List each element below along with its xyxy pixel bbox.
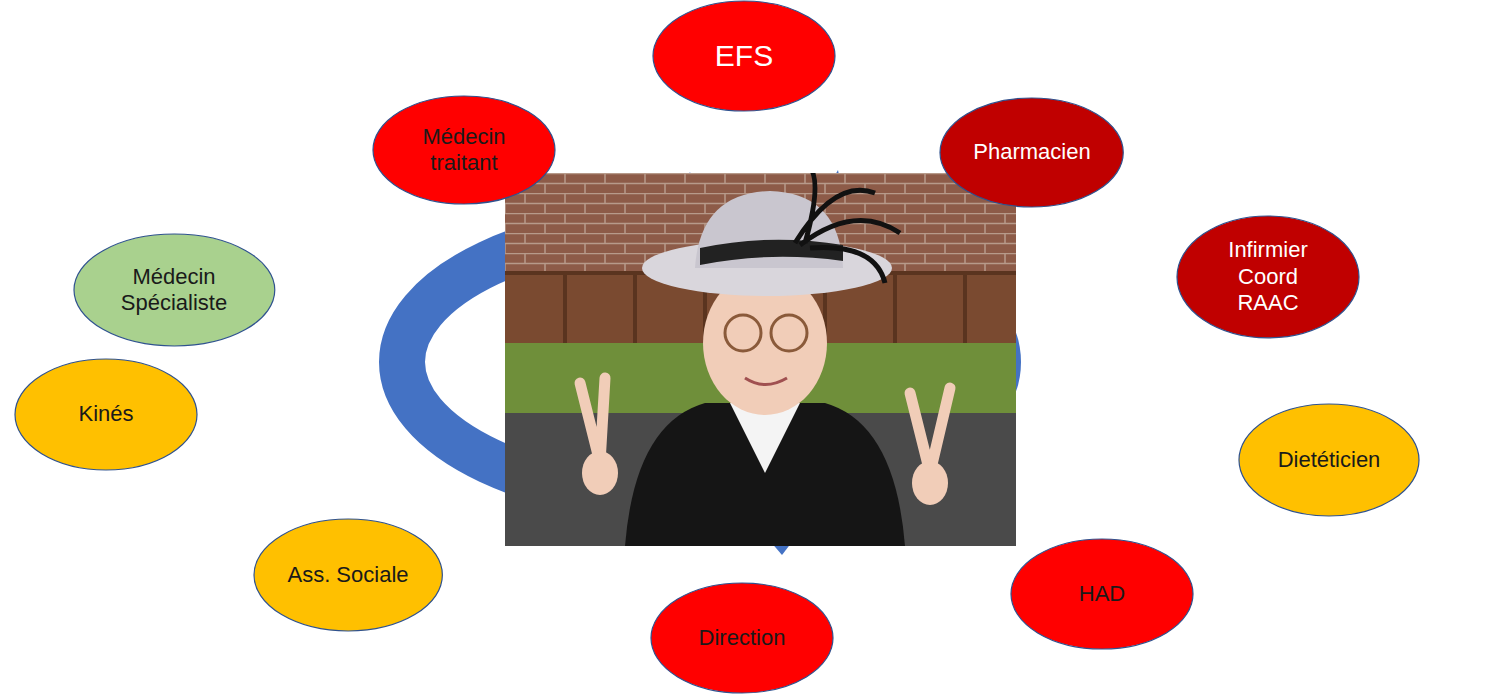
role-label: HAD [1079, 581, 1125, 607]
photo [505, 173, 1016, 546]
smile [745, 378, 787, 385]
ellipse-shape [15, 359, 197, 470]
jacket [625, 403, 905, 546]
role-ellipse: HAD [1010, 538, 1194, 650]
brick-wall [505, 173, 1016, 546]
ellipse-shape [1239, 404, 1419, 516]
role-label: EFS [715, 38, 773, 74]
hat-band [700, 240, 843, 265]
role-ellipse: Pharmacien [939, 97, 1124, 208]
ellipse-shape [74, 234, 275, 346]
ellipse-shape [1177, 216, 1359, 338]
glasses [725, 315, 761, 351]
role-label: Kinés [78, 401, 133, 427]
feather [795, 173, 900, 283]
ellipse-shape [254, 519, 442, 631]
role-label: Pharmacien [973, 139, 1090, 165]
ellipse-shape [940, 98, 1123, 207]
role-label: Infirmier Coord RAAC [1218, 237, 1318, 316]
v-sign-hand [912, 461, 948, 505]
v-sign-hand [580, 378, 605, 463]
role-ellipse: Kinés [14, 358, 198, 471]
role-label: Direction [699, 625, 786, 651]
role-label: Médecin traitant [409, 124, 519, 177]
ellipse-shape [1011, 539, 1193, 649]
role-ellipse: Direction [650, 582, 834, 694]
role-ellipse: Dietéticien [1238, 403, 1420, 517]
role-ellipse: Médecin Spécialiste [73, 233, 276, 347]
v-sign-hand [910, 388, 950, 473]
role-ellipse: EFS [652, 0, 836, 112]
ellipse-shape [653, 1, 835, 111]
v-sign-hand [582, 451, 618, 495]
ellipse-shape [651, 583, 833, 693]
ellipse-shape [373, 96, 555, 204]
role-label: Dietéticien [1278, 447, 1381, 473]
role-label: Médecin Spécialiste [109, 264, 239, 317]
role-ellipse: Infirmier Coord RAAC [1176, 215, 1360, 339]
glasses [771, 315, 807, 351]
role-ellipse: Médecin traitant [372, 95, 556, 205]
role-label: Ass. Sociale [287, 562, 408, 588]
role-ellipse: Ass. Sociale [253, 518, 443, 632]
